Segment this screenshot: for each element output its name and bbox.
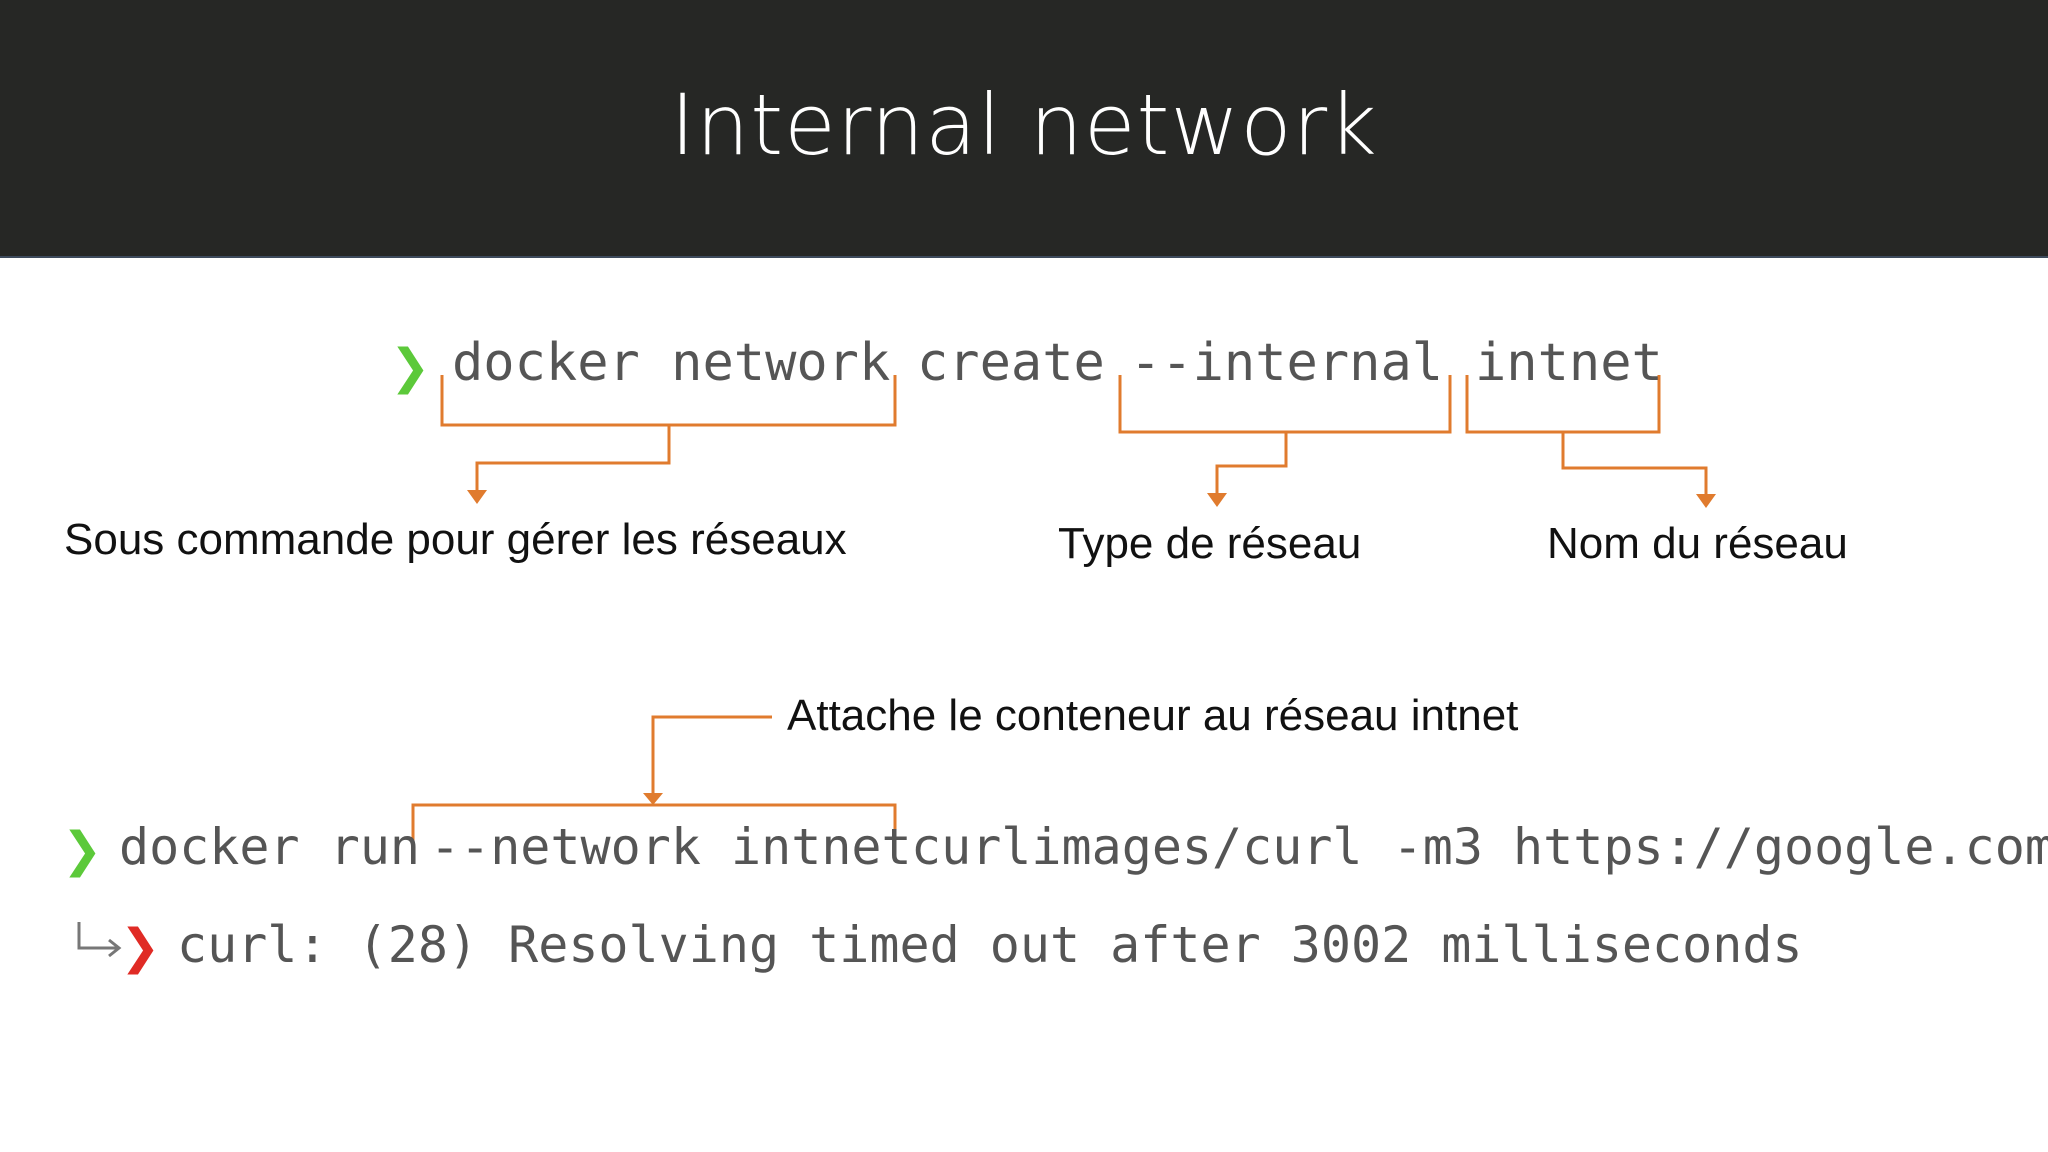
- annotation-network-type: Type de réseau: [1058, 519, 1362, 568]
- output-error-text: curl: (28) Resolving timed out after 300…: [177, 916, 1803, 974]
- annotation-network-name: Nom du réseau: [1547, 519, 1848, 568]
- command1-docker-network: docker network: [452, 333, 891, 393]
- command1-network-name: intnet: [1475, 333, 1663, 393]
- command2-docker-run: docker run: [119, 818, 421, 876]
- annotation-subcommand: Sous commande pour gérer les réseaux: [64, 515, 847, 564]
- connector-name: [1561, 432, 1708, 496]
- bracket-network: [411, 803, 897, 855]
- arrowhead-network: [643, 793, 663, 805]
- prompt-chevron-icon: ❯: [62, 822, 103, 878]
- command2-network-flag: --network intnet: [430, 818, 912, 876]
- slide-title: Internal network: [670, 76, 1378, 174]
- arrowhead-name: [1696, 494, 1716, 508]
- title-bar: [0, 0, 2048, 258]
- command1-create: create: [917, 333, 1105, 393]
- connector-network: [651, 715, 772, 795]
- command2-image-and-args: curlimages/curl -m3 https://google.com: [911, 818, 2048, 876]
- error-chevron-icon: ❯: [120, 919, 161, 975]
- annotation-attach-network: Attache le conteneur au réseau intnet: [787, 691, 1519, 740]
- prompt-chevron-icon: ❯: [390, 339, 431, 395]
- connector-type: [1215, 432, 1288, 495]
- arrowhead-subcommand: [467, 490, 487, 504]
- arrowhead-type: [1207, 493, 1227, 507]
- command1-internal-flag: --internal: [1130, 333, 1444, 393]
- return-arrow-icon: [77, 922, 122, 958]
- connector-subcommand: [475, 425, 671, 492]
